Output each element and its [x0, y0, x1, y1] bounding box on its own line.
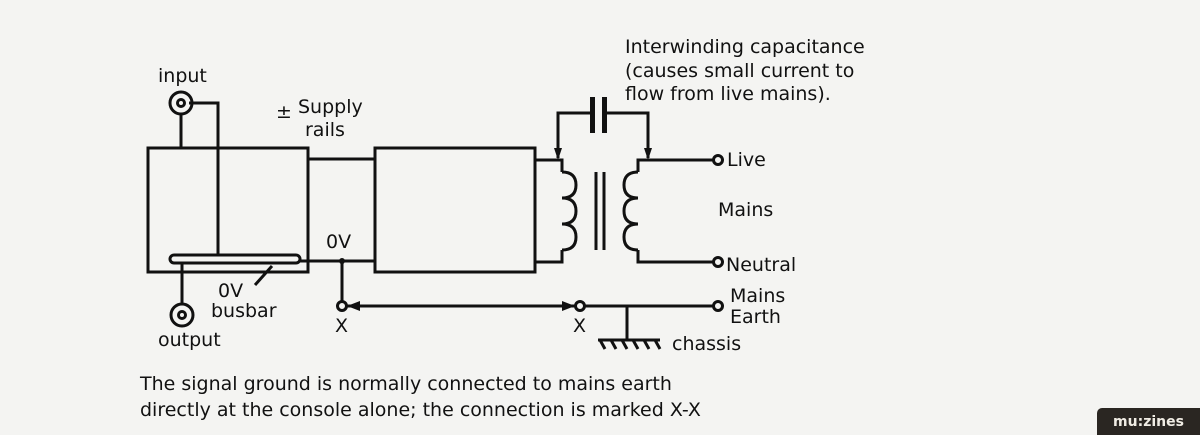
output-jack-icon — [169, 302, 195, 328]
capacitor-icon — [554, 97, 652, 160]
busbar-0v-label: 0V — [218, 280, 243, 302]
x-left-label: X — [335, 315, 348, 337]
capacitance-note-line1: Interwinding capacitance — [625, 36, 865, 58]
power-supply-block — [373, 146, 537, 274]
supply-label: Supply — [298, 96, 363, 118]
muzines-watermark[interactable]: mu:zines — [1097, 408, 1200, 435]
caption-line2: directly at the console alone; the conne… — [140, 399, 701, 421]
mains-label: Mains — [718, 199, 773, 221]
supply-sign: ± — [276, 101, 292, 123]
input-label: input — [158, 65, 207, 87]
busbar-label: busbar — [211, 300, 277, 322]
live-label: Live — [727, 149, 766, 171]
x-terminal-left — [336, 300, 348, 312]
mains-earth-label-1: Mains — [730, 285, 785, 307]
input-jack-icon — [168, 90, 194, 116]
caption-line1: The signal ground is normally connected … — [139, 373, 672, 395]
x-terminal-right — [574, 300, 586, 312]
neutral-terminal — [712, 256, 724, 268]
capacitance-note-line2: (causes small current to — [625, 60, 854, 82]
rails-label: rails — [305, 119, 345, 141]
chassis-label: chassis — [672, 333, 741, 355]
x-right-label: X — [573, 315, 586, 337]
primary-winding — [561, 170, 578, 252]
chassis-ground-icon — [598, 338, 662, 350]
live-terminal — [712, 154, 724, 166]
mains-earth-terminal — [712, 300, 724, 312]
console-block — [146, 146, 310, 274]
capacitance-note-line3: flow from live mains). — [625, 83, 831, 105]
neutral-label: Neutral — [726, 254, 796, 276]
mains-earth-label-2: Earth — [730, 306, 781, 328]
output-label: output — [158, 329, 221, 351]
transformer-core — [594, 172, 606, 250]
zero-v-label: 0V — [326, 231, 351, 253]
secondary-winding — [622, 170, 639, 252]
busbar — [168, 253, 302, 265]
